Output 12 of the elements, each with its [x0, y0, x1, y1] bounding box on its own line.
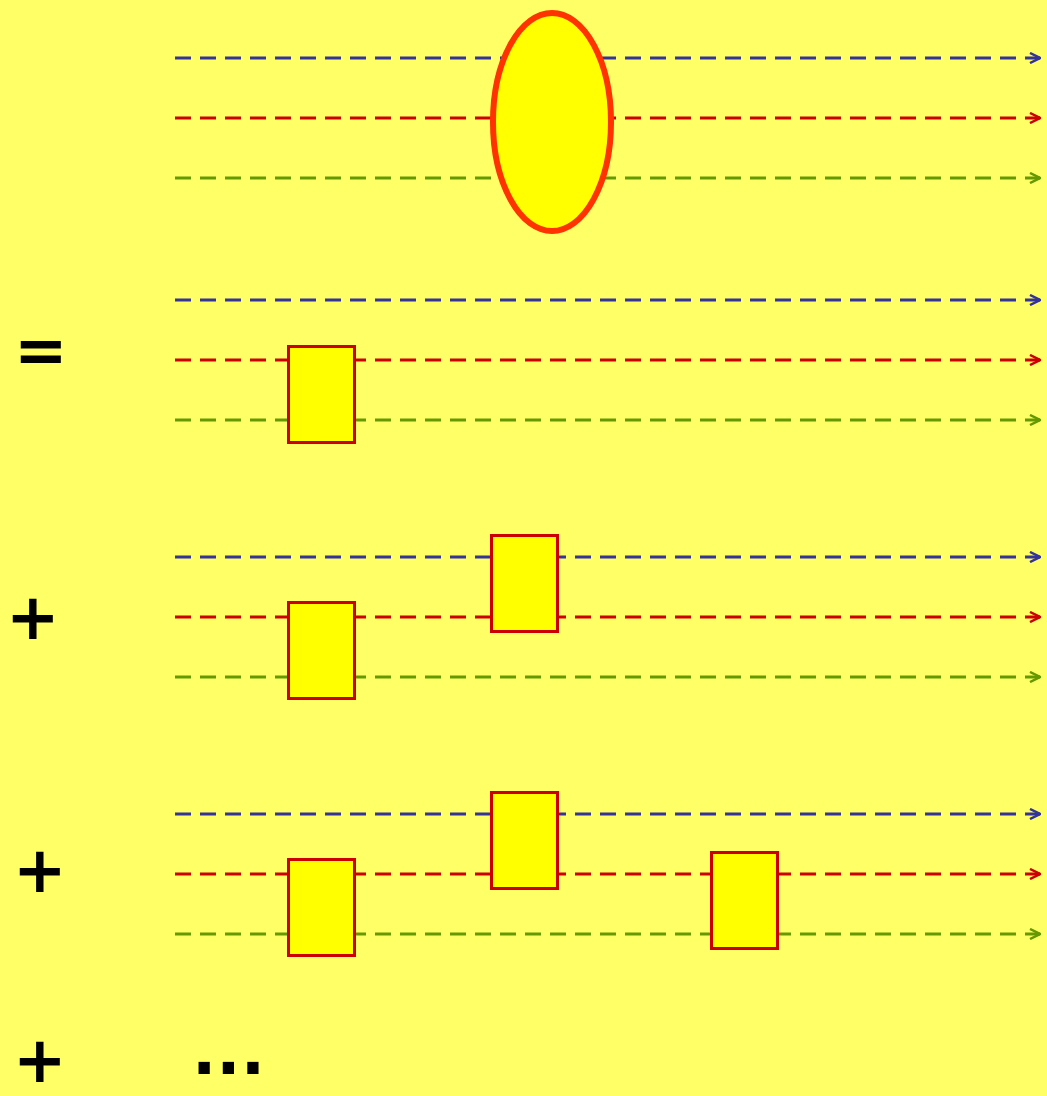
vertex-box: [287, 858, 356, 957]
plus-sign: +: [6, 585, 60, 649]
vertex-ellipse: [490, 10, 614, 234]
vertex-box: [490, 534, 559, 633]
vertex-box: [287, 345, 356, 444]
plus-sign: +: [13, 838, 67, 902]
plus-sign: +: [13, 1028, 67, 1092]
vertex-box: [287, 601, 356, 700]
ellipsis: ...: [192, 1020, 265, 1084]
equals-sign: =: [14, 318, 68, 382]
vertex-box: [710, 851, 779, 950]
vertex-box: [490, 791, 559, 890]
